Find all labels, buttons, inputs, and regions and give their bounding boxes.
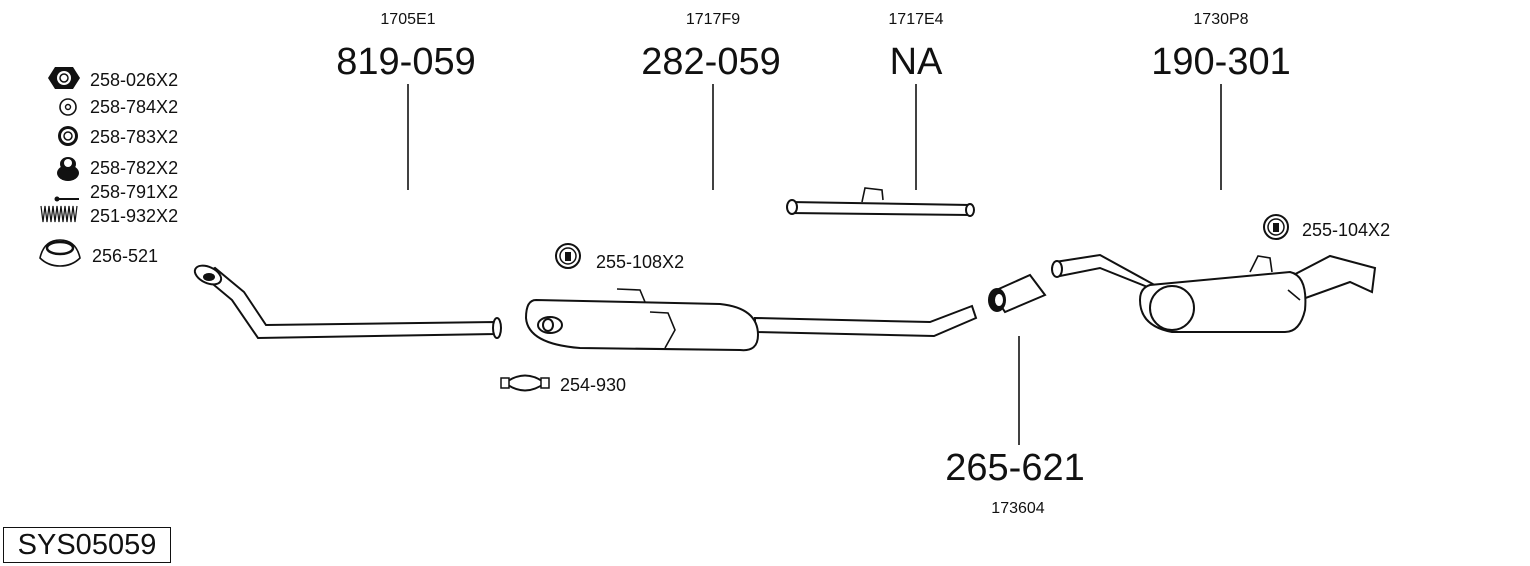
- rubber-mount-icon: [555, 243, 581, 269]
- oe-code: 173604: [991, 500, 1044, 517]
- part-number[interactable]: 265-621: [945, 447, 1084, 489]
- system-id-box: SYS05059: [3, 527, 171, 563]
- washer-icon: [59, 98, 77, 116]
- front-pipe-drawing: [193, 264, 502, 340]
- fitting-label[interactable]: 258-783X2: [90, 127, 178, 147]
- accessory-label[interactable]: 255-108X2: [596, 252, 684, 272]
- accessory-label[interactable]: 254-930: [560, 375, 626, 395]
- fittings-legend: 258-026X2 258-784X2 258-783X2 258-782X2 …: [39, 67, 178, 267]
- fitting-label[interactable]: 258-026X2: [90, 70, 178, 90]
- spring-icon: [40, 205, 78, 223]
- clamp-icon: [500, 374, 550, 392]
- part-number[interactable]: 190-301: [1151, 41, 1290, 83]
- accessory-label[interactable]: 255-104X2: [1302, 220, 1390, 240]
- connector-drawing: [988, 273, 1047, 314]
- fitting-label[interactable]: 256-521: [92, 246, 158, 266]
- part-group-connector[interactable]: 265-621 173604: [945, 336, 1085, 517]
- fitting-label[interactable]: 258-782X2: [90, 158, 178, 178]
- gasket-ring-icon: [39, 239, 81, 267]
- part-group-intermediate-pipe[interactable]: 1717E4 NA: [888, 11, 944, 190]
- rubber-mount-icon: [1263, 214, 1289, 240]
- fitting-label[interactable]: 251-932X2: [90, 206, 178, 226]
- bolt-icon: [54, 196, 79, 202]
- oe-code: 1730P8: [1193, 11, 1248, 28]
- fitting-label[interactable]: 258-784X2: [90, 97, 178, 117]
- part-group-front-pipe[interactable]: 1705E1 819-059: [336, 11, 476, 190]
- part-group-rear-silencer[interactable]: 1730P8 190-301: [1151, 11, 1291, 190]
- spring-washer-icon: [58, 126, 78, 146]
- middle-silencer-drawing: [524, 288, 978, 352]
- hex-nut-icon: [48, 67, 80, 89]
- oe-code: 1717E4: [888, 11, 943, 28]
- part-number[interactable]: 819-059: [336, 41, 475, 83]
- intermediate-pipe-drawing: [786, 187, 975, 217]
- fitting-label[interactable]: 258-791X2: [90, 182, 178, 202]
- part-number[interactable]: 282-059: [641, 41, 780, 83]
- part-group-middle-silencer[interactable]: 1717F9 282-059: [641, 11, 781, 190]
- bush-icon: [57, 157, 79, 181]
- oe-code: 1717F9: [686, 11, 740, 28]
- rear-silencer-drawing: [1051, 253, 1377, 333]
- oe-code: 1705E1: [380, 11, 435, 28]
- part-number[interactable]: NA: [890, 41, 943, 83]
